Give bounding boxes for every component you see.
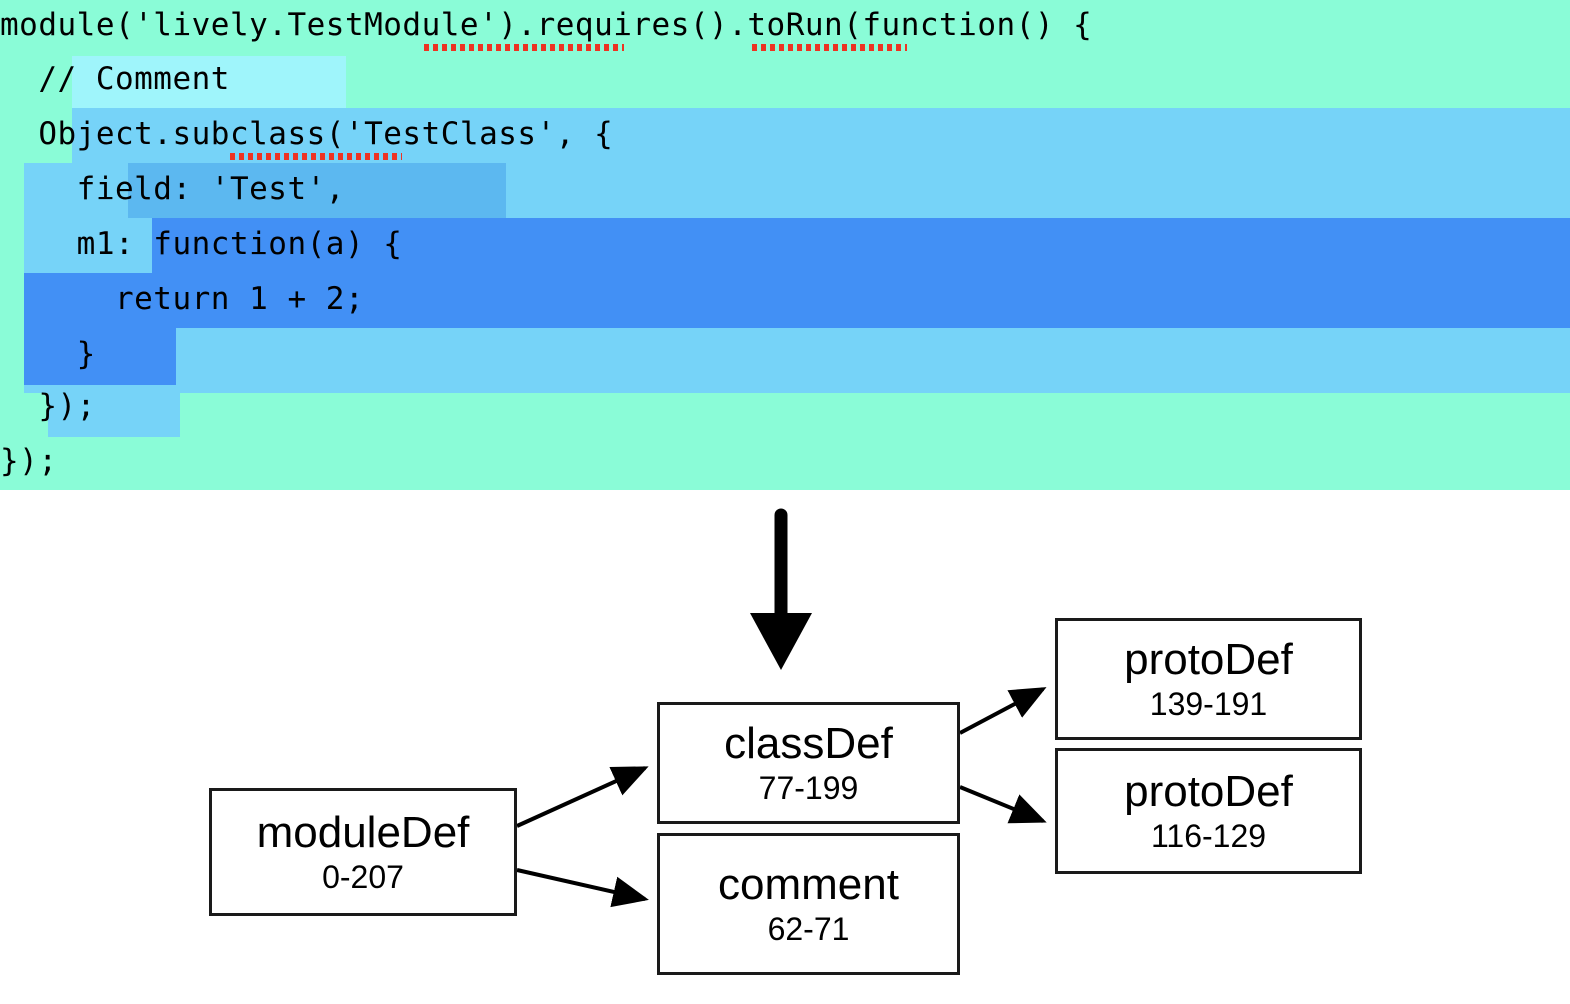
highlight-band-classdef-close <box>48 385 180 437</box>
code-line-9[interactable]: }); <box>0 443 58 479</box>
code-line-6[interactable]: return 1 + 2; <box>0 281 365 317</box>
edge-moduledef-comment <box>516 868 649 908</box>
spellcheck-squiggle-subclass <box>230 153 402 160</box>
node-moduledef-title: moduleDef <box>256 808 470 857</box>
code-line-2[interactable]: // Comment <box>0 61 230 97</box>
spellcheck-squiggle-testmodule <box>424 44 624 51</box>
code-line-4[interactable]: field: 'Test', <box>0 171 345 207</box>
code-line-5[interactable]: m1: function(a) { <box>0 226 403 262</box>
node-protodef1-title: protoDef <box>1124 635 1293 684</box>
node-comment-title: comment <box>718 860 899 909</box>
node-protodef-116-129[interactable]: protoDef 116-129 <box>1055 748 1362 874</box>
code-line-3[interactable]: Object.subclass('TestClass', { <box>0 116 614 152</box>
node-comment-range: 62-71 <box>767 911 850 947</box>
code-editor-pane[interactable]: module('lively.TestModule').requires().t… <box>0 0 1570 490</box>
node-classdef-title: classDef <box>724 719 893 768</box>
edge-classdef-protodef2 <box>959 785 1047 824</box>
ast-diagram-pane: moduleDef 0-207 classDef 77-199 comment … <box>0 490 1570 1004</box>
node-comment[interactable]: comment 62-71 <box>657 833 960 975</box>
highlight-band-comment <box>72 56 346 108</box>
code-line-8[interactable]: }); <box>0 388 96 424</box>
node-classdef-range: 77-199 <box>758 770 859 806</box>
code-line-7[interactable]: } <box>0 336 96 372</box>
transform-down-arrow <box>750 508 812 670</box>
highlight-band-protodef-m1-b <box>24 273 1570 328</box>
highlight-band-protodef-m1-c <box>24 328 176 385</box>
diagram-connectors <box>516 508 1047 908</box>
highlight-band-protodef-field <box>128 163 506 218</box>
edge-classdef-protodef1 <box>959 687 1047 735</box>
code-line-1[interactable]: module('lively.TestModule').requires().t… <box>0 7 1093 43</box>
node-classdef[interactable]: classDef 77-199 <box>657 702 960 824</box>
node-protodef-139-191[interactable]: protoDef 139-191 <box>1055 618 1362 740</box>
node-protodef2-range: 116-129 <box>1150 818 1267 854</box>
highlight-band-protodef-m1-a <box>152 218 1570 273</box>
node-moduledef[interactable]: moduleDef 0-207 <box>209 788 517 916</box>
node-moduledef-range: 0-207 <box>322 859 404 895</box>
node-protodef1-range: 139-191 <box>1149 686 1268 722</box>
edge-moduledef-classdef <box>516 766 649 828</box>
spellcheck-squiggle-requires <box>752 44 907 51</box>
node-protodef2-title: protoDef <box>1124 767 1293 816</box>
